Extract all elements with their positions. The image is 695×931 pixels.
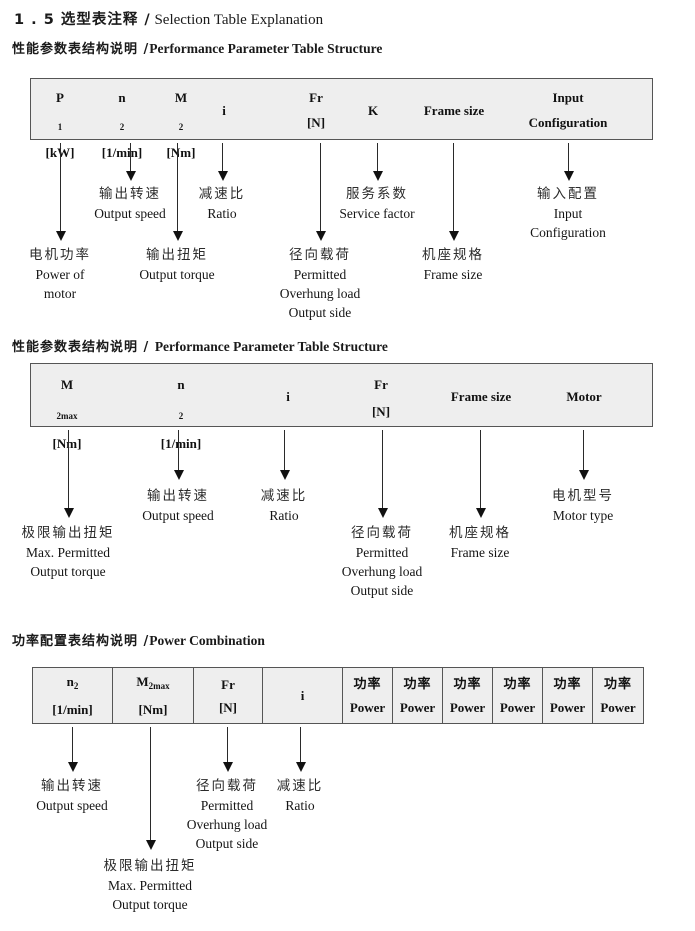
callout-ratio: 减速比 Ratio [198, 186, 246, 221]
col-i: i [222, 103, 226, 118]
col-k: K [367, 103, 379, 118]
col-i: i [263, 668, 343, 723]
power-combination-table: n2 [1/min] M2max [Nm] Fr [N] i 功率 Power … [32, 667, 644, 724]
col-frame-size: Frame size [450, 389, 512, 404]
page-title-zh: 1 . 5 选型表注释 / [14, 12, 151, 28]
callout-output-speed: 输出转速 Output speed [94, 186, 166, 221]
down-arrow-icon [279, 430, 290, 480]
down-arrow-icon [475, 430, 486, 518]
callout-input-configuration: 输入配置 Input Configuration [530, 186, 606, 240]
col-power-3: 功率 Power [443, 668, 493, 723]
col-input-configuration: Input Configuration [528, 90, 608, 130]
down-arrow-icon [172, 143, 183, 241]
down-arrow-icon [563, 143, 574, 181]
callout-overhung-load: 径向载荷 Permitted Overhung load Output side [186, 778, 268, 851]
col-fr: Fr [N] [371, 377, 391, 419]
callout-output-speed: 输出转速 Output speed [142, 488, 214, 523]
col-n2: n2 [1/min] [33, 668, 113, 723]
callout-ratio: 减速比 Ratio [276, 778, 324, 813]
col-m2max: M2max [Nm] [113, 668, 194, 723]
callout-max-output-torque: 极限输出扭矩 Max. Permitted Output torque [21, 525, 115, 579]
down-arrow-icon [448, 143, 459, 241]
page-title-en: Selection Table Explanation [154, 12, 324, 28]
down-arrow-icon [372, 143, 383, 181]
col-fr: Fr [N] [194, 668, 263, 723]
section3-heading-zh: 功率配置表结构说明 / [12, 634, 150, 649]
section3-heading-en: Power Combination [149, 633, 265, 648]
section2-heading: 性能参数表结构说明 / Performance Parameter Table … [12, 336, 388, 356]
section3-heading: 功率配置表结构说明 /Power Combination [12, 630, 265, 650]
page-title: 1 . 5 选型表注释 / Selection Table Explanatio… [14, 8, 323, 29]
down-arrow-icon [217, 143, 228, 181]
down-arrow-icon [55, 143, 66, 241]
down-arrow-icon [315, 143, 326, 241]
col-power-1: 功率 Power [343, 668, 393, 723]
section1-heading: 性能参数表结构说明 /Performance Parameter Table S… [12, 38, 382, 58]
col-motor: Motor [566, 389, 602, 404]
down-arrow-icon [295, 727, 306, 772]
callout-service-factor: 服务系数 Service factor [339, 186, 415, 221]
section1-heading-en: Performance Parameter Table Structure [149, 41, 383, 56]
col-fr: Fr [N] [306, 90, 326, 130]
callout-max-output-torque: 极限输出扭矩 Max. Permitted Output torque [103, 858, 197, 912]
down-arrow-icon [63, 430, 74, 518]
down-arrow-icon [222, 727, 233, 772]
callout-output-torque: 输出扭矩 Output torque [139, 247, 215, 282]
section1-heading-zh: 性能参数表结构说明 / [12, 42, 150, 57]
col-power-6: 功率 Power [600, 676, 636, 715]
callout-power-of-motor: 电机功率 Power of motor [29, 247, 91, 301]
down-arrow-icon [173, 430, 184, 480]
callout-ratio: 减速比 Ratio [260, 488, 308, 523]
down-arrow-icon [145, 727, 156, 850]
performance-table-1: P1 [kW] n2 [1/min] M2 [Nm] i Fr [N] K Fr… [30, 78, 653, 160]
callout-motor-type: 电机型号 Motor type [552, 488, 614, 523]
section2-heading-en: Performance Parameter Table Structure [154, 339, 388, 354]
col-i: i [286, 389, 290, 404]
col-frame-size: Frame size [423, 103, 485, 118]
down-arrow-icon [125, 143, 136, 181]
callout-frame-size: 机座规格 Frame size [422, 247, 484, 282]
col-power-4: 功率 Power [493, 668, 543, 723]
callout-output-speed: 输出转速 Output speed [36, 778, 108, 813]
callout-frame-size: 机座规格 Frame size [449, 525, 511, 560]
down-arrow-icon [67, 727, 78, 772]
col-power-5: 功率 Power [543, 668, 593, 723]
callout-overhung-load: 径向载荷 Permitted Overhung load Output side [279, 247, 361, 320]
section2-heading-zh: 性能参数表结构说明 / [12, 340, 155, 355]
down-arrow-icon [578, 430, 589, 480]
col-power-2: 功率 Power [393, 668, 443, 723]
callout-overhung-load: 径向载荷 Permitted Overhung load Output side [341, 525, 423, 598]
down-arrow-icon [377, 430, 388, 518]
